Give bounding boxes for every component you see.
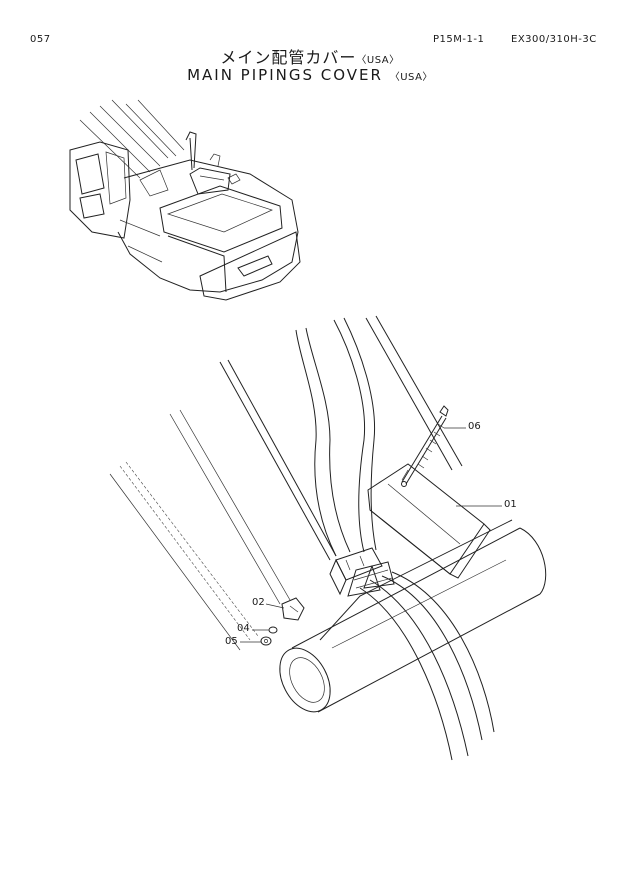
- callout-06: 06: [468, 421, 481, 432]
- detail-assembly: [109, 315, 547, 761]
- title-english-text: MAIN PIPINGS COVER: [187, 66, 383, 84]
- title-english: MAIN PIPINGS COVER 〈USA〉: [0, 66, 620, 84]
- title-english-region: 〈USA〉: [389, 72, 433, 83]
- title-japanese-text: メイン配管カバー: [220, 48, 357, 67]
- callout-05: 05: [225, 636, 238, 647]
- callout-04: 04: [237, 623, 250, 634]
- callout-01: 01: [504, 499, 517, 510]
- callout-02: 02: [252, 597, 265, 608]
- leader-02: [265, 603, 285, 609]
- model-code: EX300/310H-3C: [511, 34, 597, 45]
- figure-code: P15M-1-1: [433, 34, 485, 45]
- title-japanese: メイン配管カバー〈USA〉: [0, 44, 620, 68]
- page-number: 057: [30, 34, 51, 45]
- title-japanese-region: 〈USA〉: [356, 55, 400, 66]
- excavator-overview: [69, 99, 301, 301]
